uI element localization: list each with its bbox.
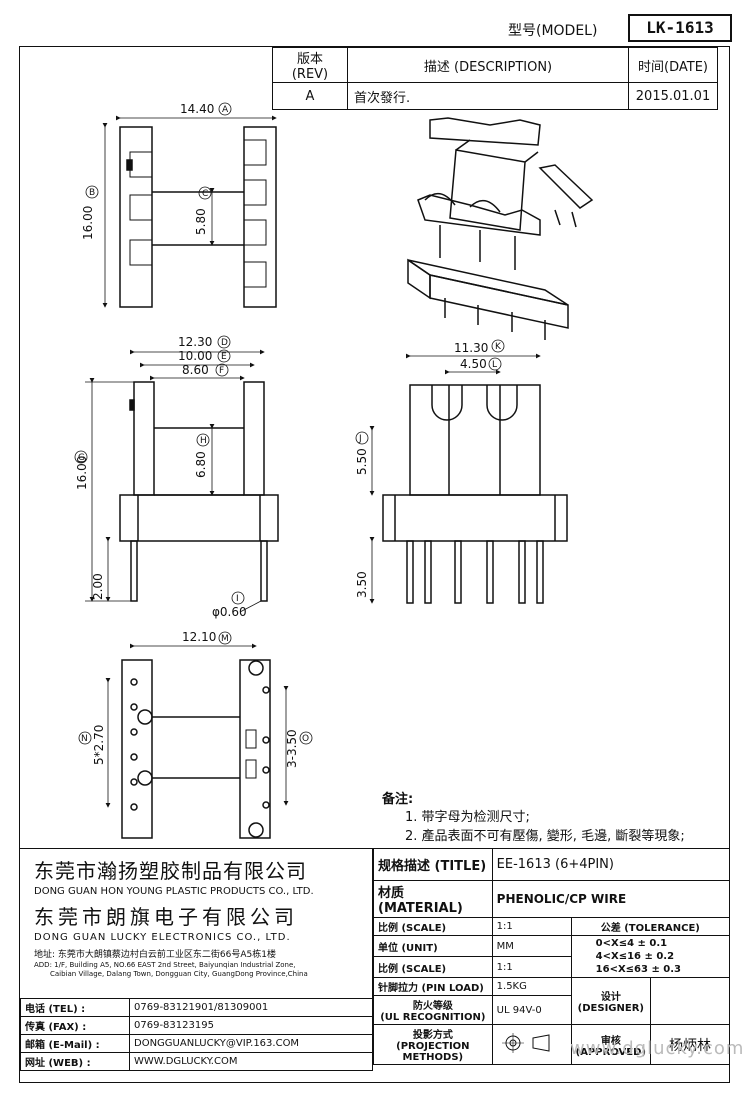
circle-L: L	[492, 360, 497, 370]
dim-K: 11.30	[454, 341, 488, 355]
circle-F: F	[219, 366, 224, 376]
front-view	[119, 381, 279, 602]
circle-H: H	[200, 436, 207, 446]
watermark: www.dglucky.com	[570, 1038, 745, 1059]
dim-G: 16.00	[75, 456, 89, 490]
circle-M: M	[221, 634, 229, 644]
pin-load-value: 1.5KG	[491, 977, 572, 996]
dim-N: 5*2.70	[92, 725, 106, 765]
approved-label-en: (APPROVED)	[575, 1046, 646, 1058]
revision-table: 版本(REV) 描述 (DESCRIPTION) 时间(DATE) A 首次發行…	[272, 47, 718, 110]
date-value: 2015.01.01	[628, 82, 718, 110]
dim-D: 12.30	[178, 335, 212, 349]
approved-label-cn: 审核	[600, 1035, 621, 1047]
technical-drawing: 14.40 16.00 5.80 12.30 10.00 8.60 16.00 …	[74, 102, 594, 839]
projection-icon	[501, 1033, 550, 1053]
projection-label-en: (PROJECTION METHODS)	[396, 1041, 470, 1063]
company-en-2: DONG GUAN LUCKY ELECTRONICS CO., LTD.	[34, 932, 291, 943]
dim-pin-length: 2.00	[91, 573, 105, 600]
model-number: LK-1613	[628, 14, 732, 42]
email-value: DONGGUANLUCKY@VIP.163.COM	[129, 1034, 373, 1053]
dim-H: 6.80	[194, 451, 208, 478]
top-view	[119, 126, 277, 308]
web-value: WWW.DGLUCKY.COM	[129, 1052, 373, 1071]
circle-B: B	[89, 188, 95, 198]
dim-pin-b: 3.50	[355, 571, 369, 598]
address-en-2: Caibian Village, Dalang Town, Dongguan C…	[50, 970, 308, 978]
desc-value: 首次發行.	[347, 82, 629, 110]
scale2-label: 比例 (SCALE)	[373, 956, 493, 978]
material-label: 材质 (MATERIAL)	[373, 880, 493, 918]
scale2-value: 1:1	[491, 956, 572, 978]
designer-value	[650, 977, 730, 1025]
material-value: PHENOLIC/CP WIRE	[491, 880, 731, 918]
dim-J: 5.50	[355, 448, 369, 475]
fire-value: UL 94V-0	[491, 995, 572, 1025]
dim-L: 4.50	[460, 357, 487, 371]
designer-label-cn: 设计	[600, 992, 621, 1003]
tolerance-1: 0<X≤4 ± 0.1	[595, 938, 668, 949]
fire-label-en: (UL RECOGNITION)	[380, 1012, 486, 1023]
contacts-table: 电话 (TEL) :0769-83121901/81309001 传真 (FAX…	[20, 998, 373, 1071]
title-label: 规格描述 (TITLE)	[373, 848, 493, 881]
address-en-1: ADD: 1/F, Building A5, NO.66 EAST 2nd St…	[34, 961, 296, 969]
fax-label: 传真 (FAX) :	[20, 1016, 130, 1035]
model-label: 型号(MODEL)	[508, 23, 598, 39]
side-view	[382, 384, 568, 604]
web-label: 网址 (WEB) :	[20, 1052, 130, 1071]
date-header: 时间(DATE)	[628, 47, 718, 83]
dim-I: φ0.60	[212, 605, 247, 619]
circle-D: D	[221, 338, 228, 348]
circle-O: O	[302, 734, 309, 744]
rev-header: 版本(REV)	[272, 47, 348, 83]
notes-title: 备注:	[382, 792, 414, 807]
scale-value: 1:1	[491, 917, 572, 936]
drawing-frame	[19, 46, 730, 1083]
company-cn-2: 东莞市朗旗电子有限公司	[34, 905, 298, 929]
note-2: 2. 產品表面不可有壓傷, 變形, 毛邊, 斷裂等現象;	[405, 829, 685, 844]
unit-value: MM	[491, 935, 572, 957]
company-en-1: DONG GUAN HON YOUNG PLASTIC PRODUCTS CO.…	[34, 886, 314, 897]
scale-label: 比例 (SCALE)	[373, 917, 493, 936]
circle-J: J	[358, 434, 362, 444]
company-cn-1: 东莞市瀚扬塑胶制品有限公司	[34, 859, 307, 883]
bottom-view	[121, 659, 271, 839]
dim-O: 3-3.50	[285, 729, 299, 768]
tolerance-3: 16<X≤63 ± 0.3	[595, 964, 682, 975]
address-cn: 地址: 东莞市大朗镇蔡边村白云前工业区东二街66号A5栋1楼	[34, 950, 276, 960]
circle-N: N	[81, 734, 88, 744]
circle-K: K	[495, 342, 502, 352]
dim-M: 12.10	[182, 630, 216, 644]
dim-F: 8.60	[182, 363, 209, 377]
pin-load-label: 针脚拉力 (PIN LOAD)	[373, 977, 493, 996]
dim-A: 14.40	[180, 102, 214, 116]
tel-label: 电话 (TEL) :	[20, 998, 130, 1017]
circle-A: A	[222, 105, 229, 115]
unit-label: 单位 (UNIT)	[373, 935, 493, 957]
isometric-view	[407, 117, 594, 340]
note-1: 1. 带字母为检测尺寸;	[405, 810, 530, 825]
email-label: 邮箱 (E-Mail) :	[20, 1034, 130, 1053]
dim-C: 5.80	[194, 208, 208, 235]
tolerance-label: 公差 (TOLERANCE)	[570, 917, 731, 936]
projection-symbol	[491, 1024, 572, 1065]
circle-E: E	[221, 352, 227, 362]
desc-header: 描述 (DESCRIPTION)	[347, 47, 629, 83]
fire-label-cn: 防火等级	[412, 1001, 453, 1012]
projection-label-cn: 投影方式	[412, 1030, 453, 1041]
dim-B: 16.00	[81, 206, 95, 240]
fax-value: 0769-83123195	[129, 1016, 373, 1035]
title-block: 规格描述 (TITLE) EE-1613 (6+4PIN) 材质 (MATERI…	[373, 848, 731, 1065]
circle-G: G	[78, 453, 85, 463]
circle-I: I	[236, 594, 239, 604]
tolerance-2: 4<X≤16 ± 0.2	[595, 951, 675, 962]
approved-value: 杨炳林	[650, 1024, 730, 1065]
tel-value: 0769-83121901/81309001	[129, 998, 373, 1017]
title-value: EE-1613 (6+4PIN)	[491, 848, 731, 881]
designer-label-en: (DESIGNER)	[577, 1003, 644, 1014]
company-block: 东莞市瀚扬塑胶制品有限公司 DONG GUAN HON YOUNG PLASTI…	[20, 848, 373, 999]
circle-C: C	[202, 189, 208, 199]
dim-E: 10.00	[178, 349, 212, 363]
